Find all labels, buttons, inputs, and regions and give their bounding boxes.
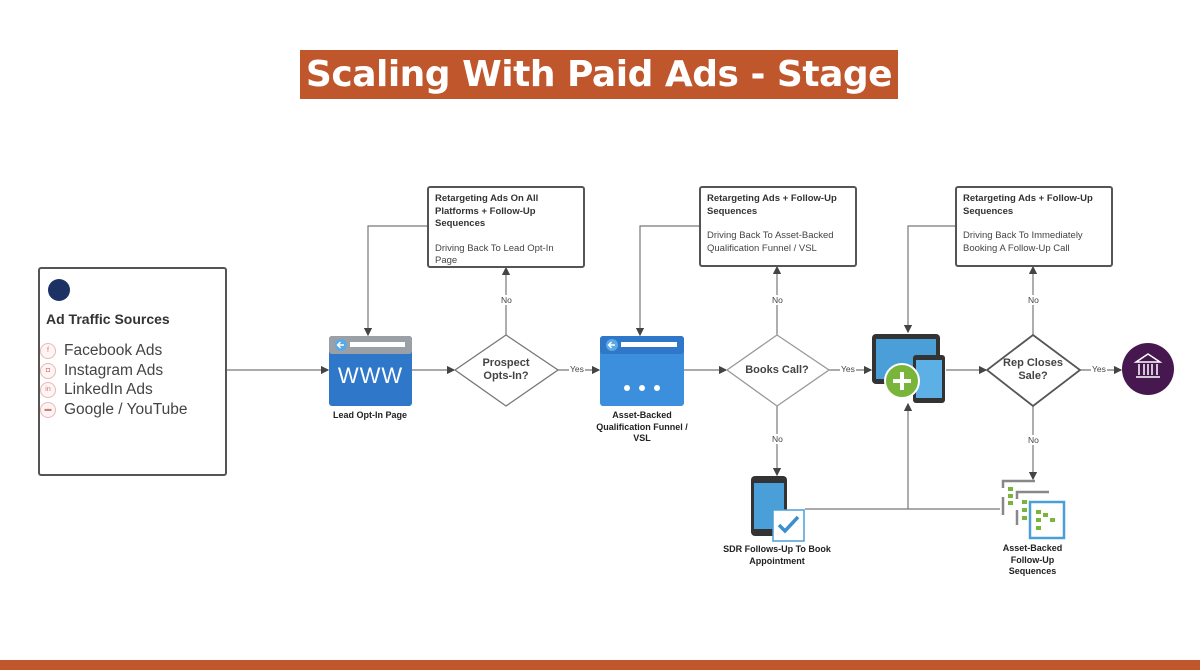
edge-label-yes: Yes xyxy=(840,364,856,374)
source-item: ▬ Google / YouTube xyxy=(40,401,188,419)
sources-title: Ad Traffic Sources xyxy=(46,311,170,327)
retargeting-title: Retargeting Ads On All Platforms + Follo… xyxy=(435,193,539,229)
retargeting-sub: Driving Back To Asset-Backed Qualificati… xyxy=(707,230,834,254)
decision-closes-shape xyxy=(985,333,1082,408)
sdr-label: SDR Follows-Up To Book Appointment xyxy=(723,544,831,566)
edge-label-no: No xyxy=(771,295,784,305)
decision-closes: Rep Closes Sale? xyxy=(1003,357,1063,382)
decision-opts-in: Prospect Opts-In? xyxy=(482,357,530,382)
source-item: in LinkedIn Ads xyxy=(40,381,153,399)
sequences-icon xyxy=(1001,479,1066,540)
funnel-label: Asset-Backed Qualification Funnel / VSL xyxy=(596,410,688,443)
retargeting-box-3: Retargeting Ads + Follow-Up Sequences Dr… xyxy=(955,186,1113,267)
youtube-icon: ▬ xyxy=(40,402,56,418)
linkedin-icon: in xyxy=(40,382,56,398)
edge-retarget3-to-call xyxy=(903,225,955,334)
instagram-icon: ◘ xyxy=(40,363,56,379)
source-item: ◘ Instagram Ads xyxy=(40,362,163,380)
web-page-icon xyxy=(329,336,412,406)
edge-label-no: No xyxy=(1027,435,1040,445)
retargeting-title: Retargeting Ads + Follow-Up Sequences xyxy=(963,193,1093,217)
source-label: Instagram Ads xyxy=(64,362,164,379)
bank-icon xyxy=(1122,343,1174,395)
source-label: LinkedIn Ads xyxy=(64,381,153,398)
decision-opts-in-shape xyxy=(453,334,560,407)
phone-check-icon xyxy=(751,476,805,542)
retargeting-sub: Driving Back To Immediately Booking A Fo… xyxy=(963,230,1083,254)
retargeting-box-2: Retargeting Ads + Follow-Up Sequences Dr… xyxy=(699,186,857,267)
page-title: Scaling With Paid Ads - Stage 2 xyxy=(300,50,898,144)
edge-label-yes: Yes xyxy=(1091,364,1107,374)
lead-page-label: Lead Opt-In Page xyxy=(332,410,407,420)
ad-traffic-sources-box: Ad Traffic Sources f Facebook Ads ◘ Instag… xyxy=(38,267,227,476)
facebook-icon: f xyxy=(40,343,56,359)
www-text: WWW xyxy=(337,363,404,388)
decision-books-call: Books Call? xyxy=(745,363,809,376)
retargeting-title: Retargeting Ads + Follow-Up Sequences xyxy=(707,193,837,217)
edge-label-yes: Yes xyxy=(569,364,585,374)
source-label: Facebook Ads xyxy=(64,342,163,359)
edge-retarget1-to-lead xyxy=(363,225,427,337)
edge-label-no: No xyxy=(1027,295,1040,305)
bottom-bar xyxy=(0,660,1200,670)
edge-label-no: No xyxy=(771,434,784,444)
retargeting-box-1: Retargeting Ads On All Platforms + Follo… xyxy=(427,186,585,268)
source-item: f Facebook Ads xyxy=(40,342,162,360)
retargeting-sub: Driving Back To Lead Opt-In Page xyxy=(435,242,554,267)
network-logo-icon xyxy=(48,279,70,301)
devices-call-icon xyxy=(872,334,945,403)
source-label: Google / YouTube xyxy=(64,401,188,418)
decision-books-call-shape xyxy=(725,334,831,407)
sequences-label: Asset-Backed Follow-Up Sequences xyxy=(1002,543,1063,576)
funnel-page-icon xyxy=(600,336,684,406)
edge-label-no: No xyxy=(500,295,513,305)
edge-retarget2-to-funnel xyxy=(635,225,699,337)
